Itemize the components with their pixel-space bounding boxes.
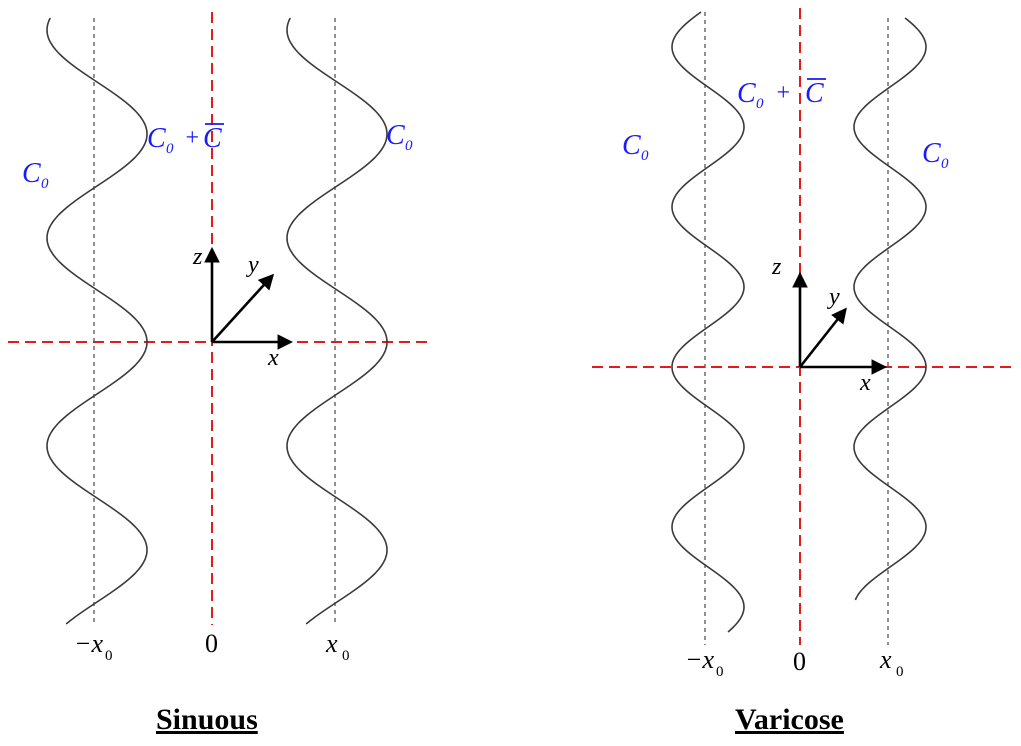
svg-text:0: 0 bbox=[896, 664, 904, 680]
svg-text:0: 0 bbox=[941, 156, 949, 172]
caption-sinuous: Sinuous bbox=[156, 703, 258, 736]
x-axis-label: x bbox=[267, 345, 279, 371]
outer-right-label: C 0 bbox=[386, 120, 413, 154]
svg-text:0: 0 bbox=[105, 648, 113, 664]
svg-text:+: + bbox=[775, 80, 791, 106]
z-axis-label: z bbox=[192, 244, 203, 270]
x-axis-label: x bbox=[859, 370, 871, 396]
y-axis bbox=[211, 273, 275, 343]
tick-x0: x 0 bbox=[879, 645, 904, 680]
varicose-panel: z y x C 0 + C C 0 C 0 −x 0 0 x 0 Varicos… bbox=[592, 8, 1015, 736]
svg-text:C: C bbox=[922, 138, 941, 169]
svg-text:C: C bbox=[203, 123, 222, 154]
tick-zero: 0 bbox=[205, 629, 218, 658]
svg-text:−x: −x bbox=[74, 629, 104, 658]
interface-left bbox=[671, 11, 745, 633]
svg-text:0: 0 bbox=[342, 648, 350, 664]
tick-zero: 0 bbox=[793, 647, 806, 676]
tick-x0: x 0 bbox=[325, 629, 350, 664]
svg-text:C: C bbox=[622, 130, 641, 161]
svg-text:C: C bbox=[147, 123, 166, 154]
y-axis bbox=[798, 307, 847, 368]
svg-text:C: C bbox=[22, 158, 41, 189]
svg-text:0: 0 bbox=[716, 664, 724, 680]
y-axis-label: y bbox=[246, 252, 259, 278]
caption-varicose: Varicose bbox=[735, 703, 844, 736]
svg-text:x: x bbox=[325, 629, 338, 658]
svg-text:0: 0 bbox=[405, 138, 413, 154]
interface-left bbox=[46, 17, 148, 625]
tick-neg-x0: −x 0 bbox=[685, 645, 724, 680]
outer-left-label: C 0 bbox=[622, 130, 649, 164]
svg-text:+: + bbox=[184, 125, 200, 151]
tick-neg-x0: −x 0 bbox=[74, 629, 113, 664]
outer-left-label: C 0 bbox=[22, 158, 49, 192]
interface-right bbox=[853, 17, 927, 601]
svg-text:x: x bbox=[879, 645, 892, 674]
svg-text:C: C bbox=[805, 78, 824, 109]
y-axis-label: y bbox=[827, 284, 840, 310]
svg-text:C: C bbox=[386, 120, 405, 151]
inner-region-label: C 0 + C bbox=[147, 123, 224, 157]
svg-text:0: 0 bbox=[166, 141, 174, 157]
outer-right-label: C 0 bbox=[922, 138, 949, 172]
svg-text:C: C bbox=[737, 78, 756, 109]
inner-region-label: C 0 + C bbox=[737, 78, 826, 112]
z-axis-label: z bbox=[771, 254, 782, 280]
sinuous-panel: z y x C 0 + C C 0 C 0 −x 0 0 x 0 Sinuous bbox=[8, 12, 430, 736]
svg-text:0: 0 bbox=[41, 176, 49, 192]
svg-text:0: 0 bbox=[641, 148, 649, 164]
interface-right bbox=[286, 17, 388, 625]
svg-text:−x: −x bbox=[685, 645, 715, 674]
svg-text:0: 0 bbox=[756, 96, 764, 112]
